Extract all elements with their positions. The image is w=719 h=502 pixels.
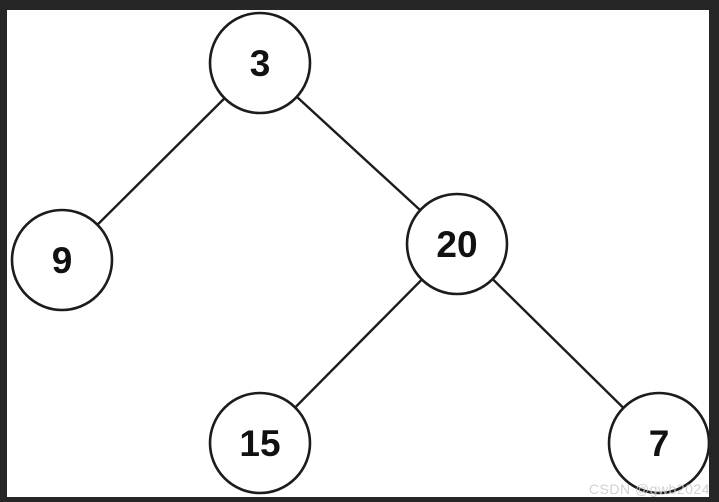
node-9-circle — [10, 208, 114, 312]
node-3-circle — [208, 11, 312, 115]
binary-tree-diagram: 3 9 20 15 7 — [10, 11, 709, 495]
node-3-label: 3 — [250, 43, 271, 84]
node-15-label: 15 — [239, 423, 280, 464]
diagram-canvas: 3 9 20 15 7 — [7, 10, 709, 497]
node-20-label: 20 — [436, 224, 477, 265]
node-9-label: 9 — [52, 240, 73, 281]
node-7-label: 7 — [649, 423, 670, 464]
node-7-circle — [607, 391, 709, 495]
node-15-circle — [208, 391, 312, 495]
node-20-circle — [405, 192, 509, 296]
